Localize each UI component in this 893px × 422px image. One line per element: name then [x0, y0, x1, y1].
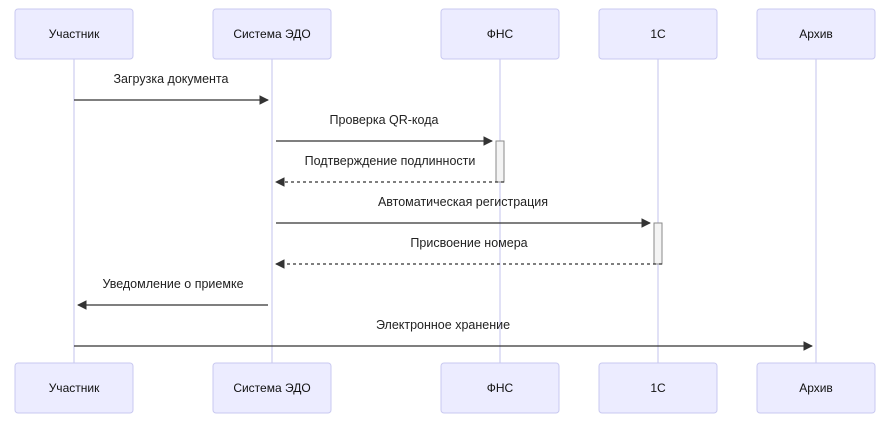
- message-label: Уведомление о приемке: [102, 277, 243, 291]
- message-label: Проверка QR-кода: [330, 113, 439, 127]
- message-2: Проверка QR-кода: [276, 113, 493, 146]
- actor-archive-bottom: Архив: [756, 362, 876, 414]
- actor-archive-top: Архив: [756, 8, 876, 60]
- actor-box: [440, 362, 560, 414]
- actor-box: [756, 362, 876, 414]
- actor-label: Архив: [799, 381, 833, 395]
- message-3: Подтверждение подлинности: [275, 154, 504, 187]
- actor-label: Участник: [49, 27, 100, 41]
- actor-label: ФНС: [487, 27, 514, 41]
- message-4: Автоматическая регистрация: [276, 195, 651, 228]
- message-6: Уведомление о приемке: [77, 277, 268, 310]
- actor-box: [212, 8, 332, 60]
- actor-box: [598, 8, 718, 60]
- actor-box: [756, 8, 876, 60]
- message-1: Загрузка документа: [74, 72, 269, 105]
- message-5: Присвоение номера: [275, 236, 662, 269]
- actor-label: 1С: [650, 381, 666, 395]
- actor-onec-top: 1С: [598, 8, 718, 60]
- message-label: Подтверждение подлинности: [305, 154, 476, 168]
- actor-label: Система ЭДО: [233, 27, 310, 41]
- actor-box: [14, 362, 134, 414]
- message-7: Электронное хранение: [74, 318, 813, 351]
- actor-label: ФНС: [487, 381, 514, 395]
- actor-edo-top: Система ЭДО: [212, 8, 332, 60]
- actor-onec-bottom: 1С: [598, 362, 718, 414]
- message-label: Загрузка документа: [114, 72, 229, 86]
- actors-top: Участник Система ЭДО ФНС 1С Архив: [14, 8, 876, 60]
- actor-box: [212, 362, 332, 414]
- message-label: Присвоение номера: [410, 236, 527, 250]
- actor-box: [598, 362, 718, 414]
- actor-participant-top: Участник: [14, 8, 134, 60]
- actor-label: Система ЭДО: [233, 381, 310, 395]
- actor-fns-top: ФНС: [440, 8, 560, 60]
- actor-label: 1С: [650, 27, 666, 41]
- actor-fns-bottom: ФНС: [440, 362, 560, 414]
- actors-bottom: Участник Система ЭДО ФНС 1С Архив: [14, 362, 876, 414]
- actor-label: Участник: [49, 381, 100, 395]
- activations: [495, 140, 663, 265]
- actor-edo-bottom: Система ЭДО: [212, 362, 332, 414]
- activation-onec: [653, 222, 663, 265]
- actor-box: [440, 8, 560, 60]
- actor-participant-bottom: Участник: [14, 362, 134, 414]
- message-label: Автоматическая регистрация: [378, 195, 548, 209]
- activation-fns: [495, 140, 505, 183]
- actor-label: Архив: [799, 27, 833, 41]
- actor-box: [14, 8, 134, 60]
- message-label: Электронное хранение: [376, 318, 510, 332]
- lifelines: [73, 59, 817, 363]
